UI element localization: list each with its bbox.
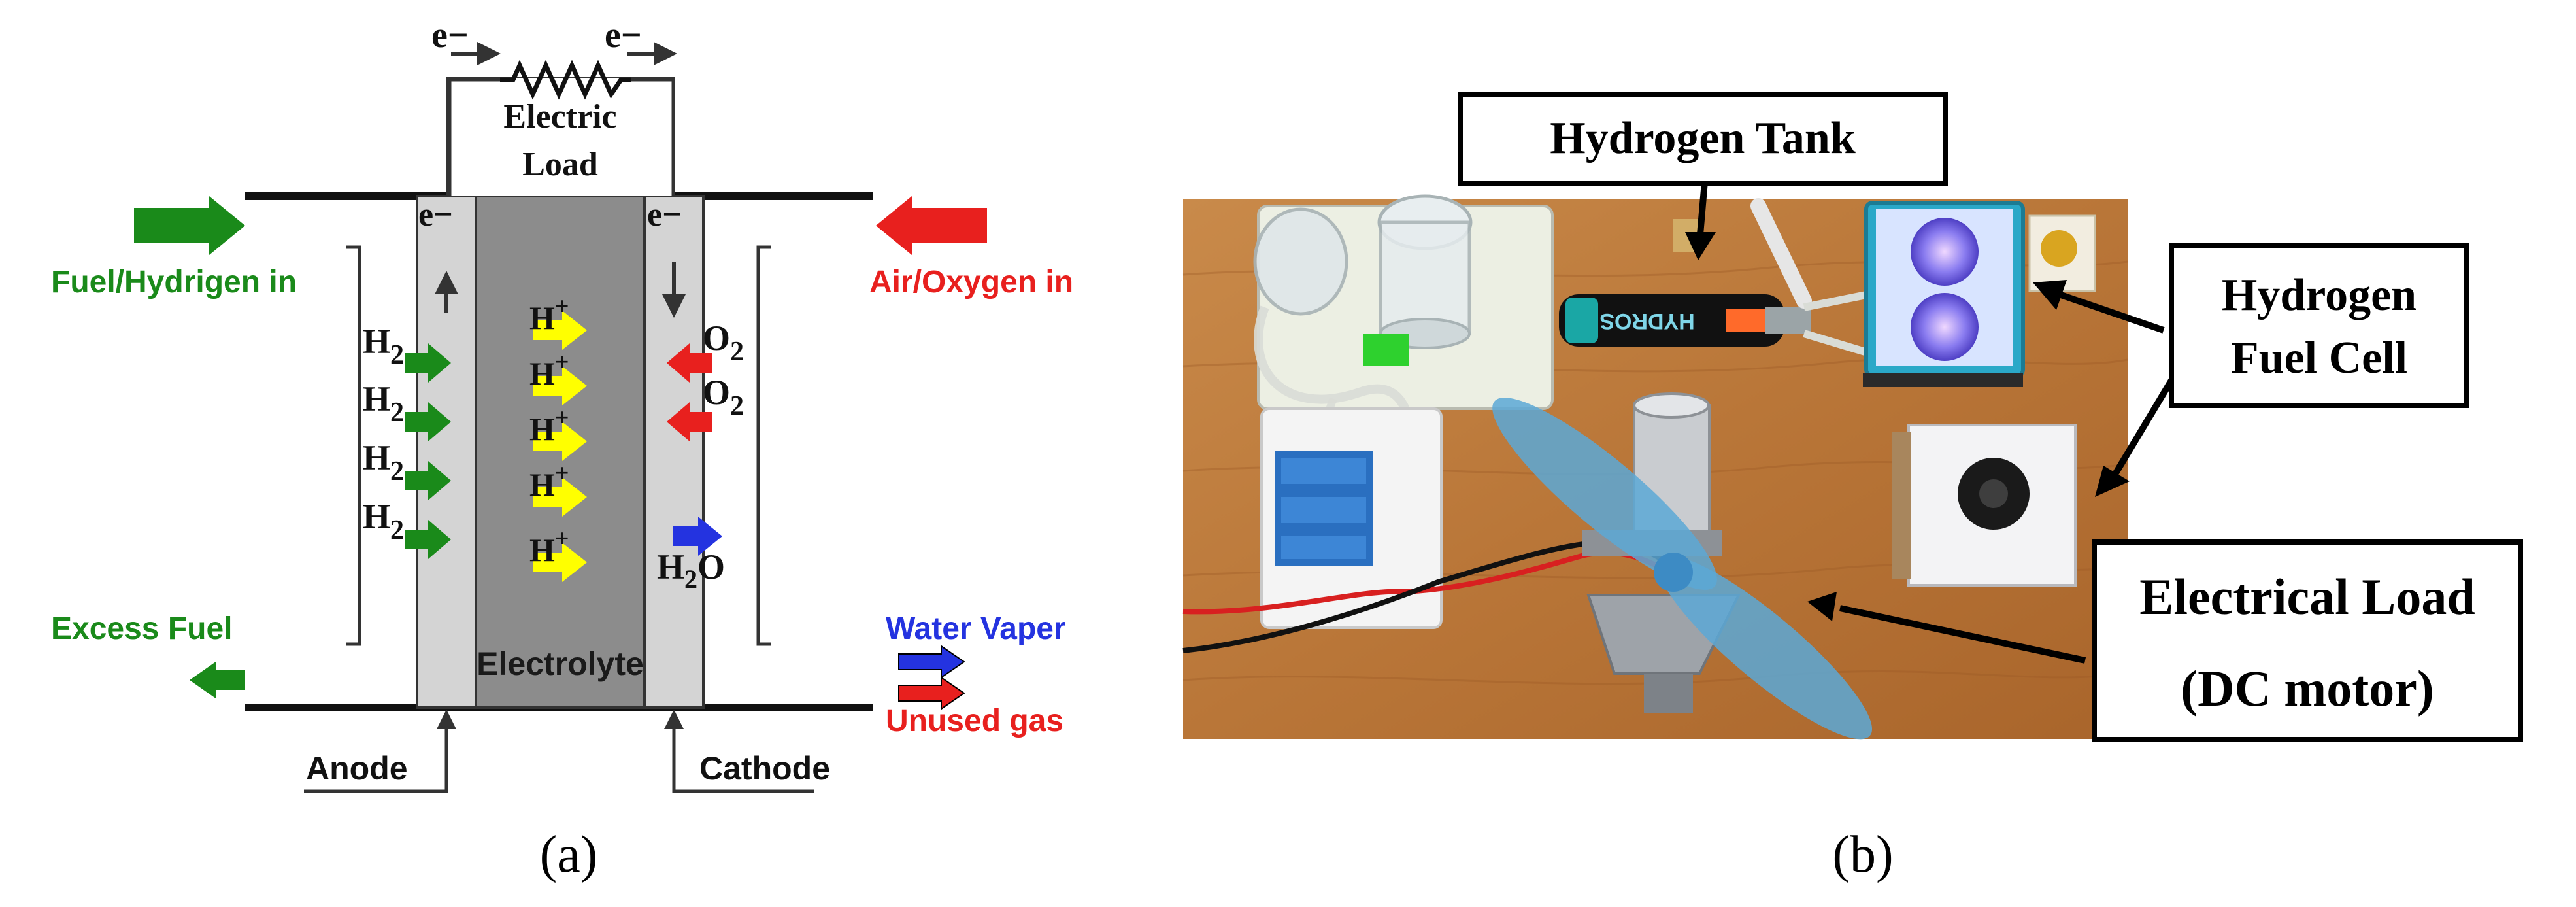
fuel-channel [346, 245, 361, 646]
proton-labels: H+ H+ H+ H+ H+ [529, 293, 569, 568]
svg-text:H+: H+ [529, 293, 569, 336]
oxygen-labels: O2 O2 [703, 318, 744, 421]
air-channel [756, 245, 771, 646]
fuel-cell-label: Hydrogen Fuel Cell [2169, 243, 2469, 408]
svg-text:O2: O2 [703, 318, 744, 367]
experiment-photo: HYDROS [1182, 194, 2128, 740]
cathode-electron-label: e− [647, 196, 682, 233]
svg-text:H+: H+ [529, 349, 569, 392]
svg-text:H2: H2 [363, 438, 404, 487]
svg-text:H2: H2 [363, 322, 404, 370]
oxygen-arrows [667, 343, 712, 441]
water-arrow [673, 517, 722, 556]
fuel-in-arrow [134, 196, 245, 255]
fuel-cell-fan-bottom [1911, 293, 1979, 361]
load-label-line2: Load [522, 146, 598, 183]
h2-arrows [405, 343, 451, 559]
fuel-cell-text-line1: Hydrogen [2221, 270, 2417, 320]
anode-electron-label: e− [418, 196, 453, 233]
svg-text:H2: H2 [363, 497, 404, 545]
anode-label: Anode [306, 750, 408, 787]
propeller-blade-2 [1657, 555, 1873, 740]
svg-text:H+: H+ [529, 404, 569, 447]
hydrogen-tank-text: Hydrogen Tank [1550, 113, 1856, 163]
fuel-cell-fan-top [1911, 218, 1979, 286]
water-cylinder-right [1379, 220, 1471, 335]
proton-arrows [533, 311, 587, 582]
panel-b-caption: (b) [1832, 826, 1894, 883]
water-label: H2O [657, 547, 725, 594]
electrolyte-layer [475, 195, 646, 709]
electrical-load-label: Electrical Load (DC motor) [2092, 539, 2523, 742]
green-tag [1363, 334, 1409, 366]
excess-fuel-arrow [190, 662, 245, 698]
electron-label-right: e− [605, 15, 642, 56]
hydrogen-tank-label: Hydrogen Tank [1458, 92, 1948, 186]
fuel-cell-diagram: e− e− Electric Load e− e− Fuel/Hydrigen … [51, 15, 1073, 793]
photo-callouts [1685, 166, 2183, 664]
water-vaper-arrow [898, 645, 965, 679]
air-in-arrow [876, 196, 987, 255]
svg-text:H2: H2 [363, 379, 404, 428]
water-cylinder-left [1253, 207, 1348, 316]
hydrogen-tank [1559, 294, 1784, 347]
cathode-label: Cathode [699, 750, 830, 787]
excess-fuel-label: Excess Fuel [51, 611, 233, 646]
unused-gas-arrow [898, 676, 965, 710]
air-in-label: Air/Oxygen in [869, 265, 1073, 299]
load-box [448, 78, 673, 196]
electron-label-left: e− [431, 15, 469, 56]
tank-brand: HYDROS [1599, 309, 1694, 334]
svg-text:H+: H+ [529, 525, 569, 568]
h2-labels: H2 H2 H2 H2 [363, 322, 404, 545]
water-vaper-label: Water Vaper [886, 611, 1066, 646]
propeller-blade-1 [1492, 398, 1717, 590]
cathode-pointer [664, 710, 814, 793]
load-label-line1: Electric [503, 98, 616, 135]
anode-pointer [304, 710, 456, 793]
electrical-load-text-line1: Electrical Load [2139, 568, 2475, 625]
fuel-cell-text-line2: Fuel Cell [2230, 333, 2408, 383]
svg-text:O2: O2 [703, 373, 744, 421]
resistor-icon [500, 60, 631, 100]
electrolyte-label: Electrolyte [477, 645, 644, 682]
fuel-in-label: Fuel/Hydrigen in [51, 265, 297, 299]
electrical-load-text-line2: (DC motor) [2181, 660, 2434, 717]
unused-gas-label: Unused gas [886, 704, 1063, 738]
panel-a-caption: (a) [539, 826, 598, 883]
svg-text:H+: H+ [529, 460, 569, 503]
anode-layer [416, 195, 477, 709]
